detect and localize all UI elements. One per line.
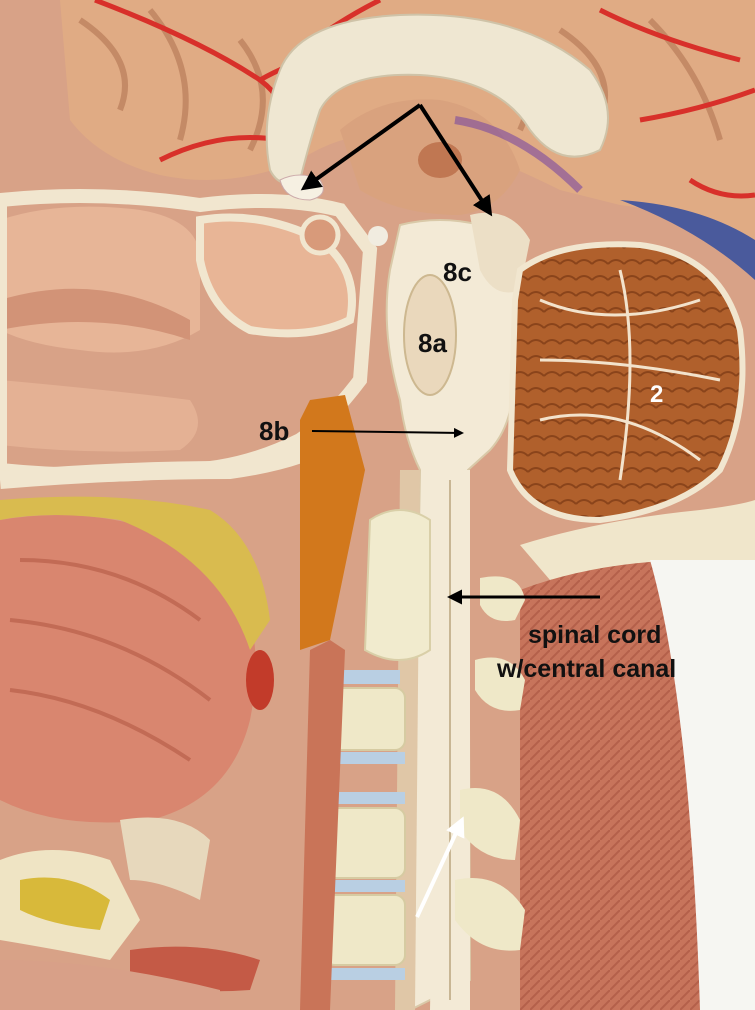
neck-muscles	[520, 560, 700, 1010]
vertebral-bodies	[324, 670, 406, 980]
cerebellum	[506, 241, 746, 524]
label-spinal-cord: spinal cord	[528, 621, 662, 649]
pointer-arrows	[300, 103, 600, 918]
label-8a: 8a	[418, 328, 447, 358]
label-8c: 8c	[443, 257, 472, 287]
pituitary	[299, 214, 341, 256]
arrow-central-canal	[415, 816, 465, 918]
label-8b: 8b	[259, 416, 290, 446]
tongue	[0, 515, 256, 823]
pons	[403, 274, 457, 396]
label-central-canal: w/central canal	[497, 655, 677, 683]
arrow-to-pineal	[418, 103, 493, 217]
spinous-processes	[455, 576, 525, 951]
label-2: 2	[650, 381, 664, 408]
arrow-8b	[311, 427, 464, 438]
arrow-to-pituitary	[300, 103, 422, 191]
